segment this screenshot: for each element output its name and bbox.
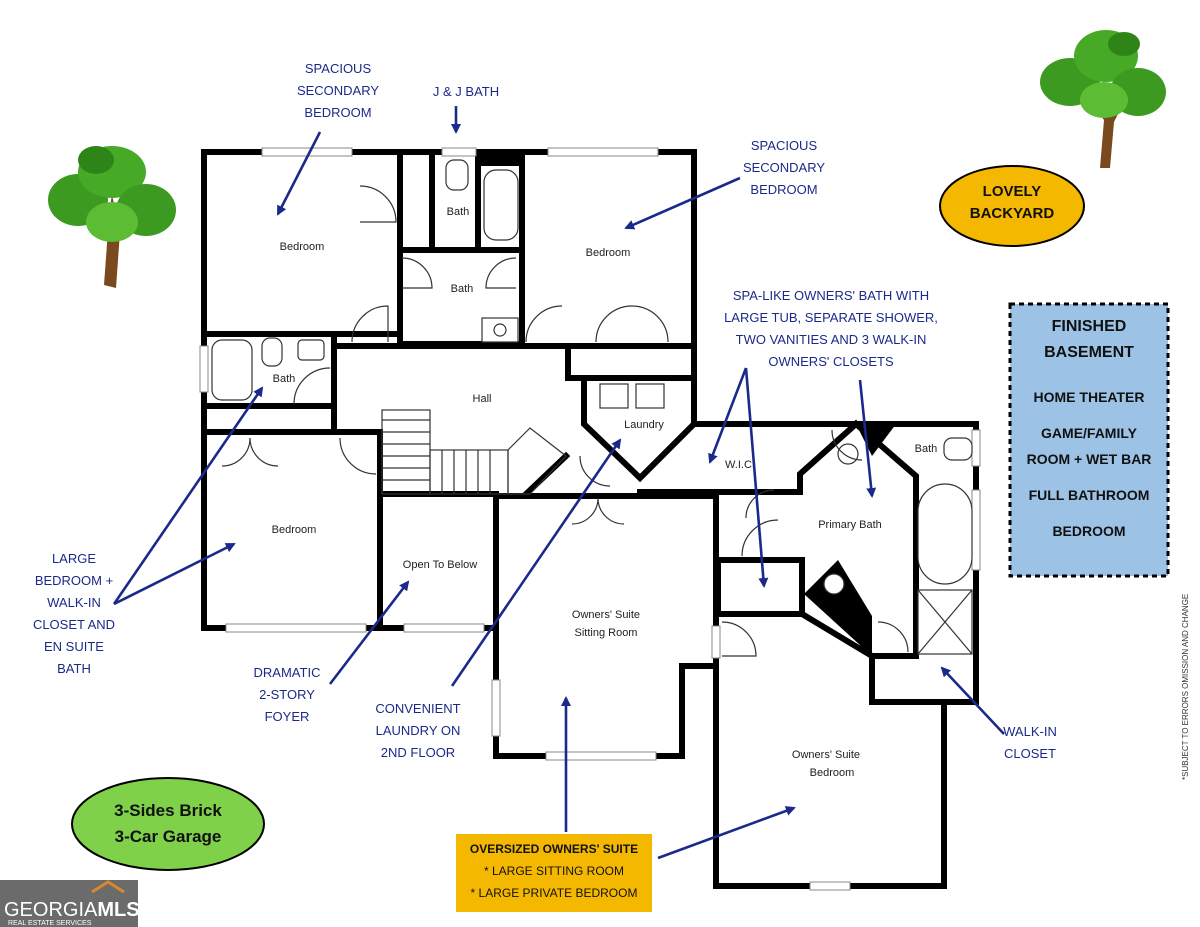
room-suite-sitting-line-2: Sitting Room — [575, 627, 638, 639]
room-bedroom-right: Bedroom — [586, 247, 631, 259]
backyard-line-2: BACKYARD — [970, 205, 1055, 222]
room-bath-top: Bath — [447, 206, 470, 218]
annotation-line: BEDROOM — [304, 105, 371, 120]
annotation-secondary-bedroom-right: SPACIOUS SECONDARY BEDROOM — [743, 138, 825, 197]
annotation-line: 2-STORY — [259, 687, 315, 702]
annotation-line: EN SUITE — [44, 639, 104, 654]
annotation-line: SECONDARY — [297, 83, 379, 98]
floor-plan-walls — [201, 149, 979, 889]
suite-box-title: OVERSIZED OWNERS' SUITE — [470, 842, 638, 856]
annotation-line: CLOSET AND — [33, 617, 115, 632]
basement-item: ROOM + WET BAR — [1027, 451, 1152, 467]
room-wic: W.I.C. — [725, 459, 755, 471]
annotation-line: SECONDARY — [743, 160, 825, 175]
brick-line-1: 3-Sides Brick — [114, 801, 222, 820]
annotation-line: LARGE — [52, 551, 96, 566]
annotation-line: CLOSET — [1004, 746, 1056, 761]
logo-mls: MLS — [97, 899, 139, 921]
annotation-line: BEDROOM — [750, 182, 817, 197]
room-bath-mid: Bath — [451, 283, 474, 295]
annotation-arrows — [112, 106, 1005, 860]
logo-text-main: GEORGIAMLS — [4, 899, 140, 921]
annotation-line: TWO VANITIES AND 3 WALK-IN — [736, 332, 927, 347]
annotation-large-bedroom: LARGE BEDROOM + WALK-IN CLOSET AND EN SU… — [33, 551, 115, 676]
georgia-mls-logo: GEORGIAMLS REAL ESTATE SERVICES — [0, 880, 140, 927]
room-suite-bedroom-line-1: Owners' Suite — [792, 749, 860, 761]
annotation-line: J & J BATH — [433, 84, 499, 99]
annotation-spa-bath: SPA-LIKE OWNERS' BATH WITH LARGE TUB, SE… — [724, 288, 938, 369]
room-suite-bedroom-line-2: Bedroom — [810, 767, 855, 779]
room-suite-sitting-line-1: Owners' Suite — [572, 609, 640, 621]
room-bedroom-left: Bedroom — [280, 241, 325, 253]
brick-line-2: 3-Car Garage — [115, 827, 222, 846]
annotation-line: SPA-LIKE OWNERS' BATH WITH — [733, 288, 929, 303]
basement-item: BEDROOM — [1052, 523, 1125, 539]
logo-subtext: REAL ESTATE SERVICES — [8, 920, 92, 927]
backyard-line-1: LOVELY — [983, 183, 1042, 200]
backyard-badge: LOVELY BACKYARD — [939, 165, 1085, 247]
annotation-jj-bath: J & J BATH — [433, 84, 499, 99]
suite-box-line: * LARGE PRIVATE BEDROOM — [471, 886, 638, 900]
room-open-to-below: Open To Below — [403, 559, 477, 571]
room-hall: Hall — [473, 393, 492, 405]
roof-icon — [91, 880, 125, 894]
brick-garage-badge: 3-Sides Brick 3-Car Garage — [71, 777, 265, 871]
annotation-line: BATH — [57, 661, 91, 676]
annotation-foyer: DRAMATIC 2-STORY FOYER — [254, 665, 321, 724]
basement-title-line-2: BASEMENT — [1044, 344, 1134, 361]
annotation-line: SPACIOUS — [751, 138, 818, 153]
tree-left-icon — [48, 146, 176, 288]
annotation-line: LAUNDRY ON — [376, 723, 461, 738]
annotation-line: CONVENIENT — [375, 701, 460, 716]
annotation-secondary-bedroom-left: SPACIOUS SECONDARY BEDROOM — [297, 61, 379, 120]
annotation-line: DRAMATIC — [254, 665, 321, 680]
basement-item: FULL BATHROOM — [1029, 487, 1150, 503]
basement-item: HOME THEATER — [1034, 389, 1145, 405]
annotation-laundry: CONVENIENT LAUNDRY ON 2ND FLOOR — [375, 701, 460, 760]
annotation-line: OWNERS' CLOSETS — [768, 354, 894, 369]
annotation-line: WALK-IN — [1003, 724, 1057, 739]
door-swings — [221, 185, 909, 657]
annotation-walkin-closet: WALK-IN CLOSET — [1003, 724, 1057, 761]
annotation-line: BEDROOM + — [35, 573, 113, 588]
room-bath-left: Bath — [273, 373, 296, 385]
room-bedroom-lower: Bedroom — [272, 524, 317, 536]
annotation-line: LARGE TUB, SEPARATE SHOWER, — [724, 310, 938, 325]
annotation-line: SPACIOUS — [305, 61, 372, 76]
basement-title-line-1: FINISHED — [1052, 318, 1127, 335]
windows — [199, 147, 981, 891]
staircase — [381, 409, 567, 495]
room-bath-primary-small: Bath — [915, 443, 938, 455]
annotation-line: 2ND FLOOR — [381, 745, 455, 760]
basement-item: GAME/FAMILY — [1041, 425, 1138, 441]
annotation-line: WALK-IN — [47, 595, 101, 610]
basement-box: FINISHED BASEMENT HOME THEATER GAME/FAMI… — [1008, 302, 1170, 578]
disclaimer-text: *SUBJECT TO ERRORS OMISSION AND CHANGE — [1181, 594, 1190, 780]
tree-right-icon — [1040, 30, 1166, 168]
annotation-line: FOYER — [265, 709, 310, 724]
room-laundry: Laundry — [624, 419, 664, 431]
owners-suite-box: OVERSIZED OWNERS' SUITE * LARGE SITTING … — [456, 834, 652, 912]
suite-box-line: * LARGE SITTING ROOM — [484, 864, 624, 878]
logo-georgia: GEORGIA — [4, 899, 98, 921]
room-labels: Bedroom Bath Bath Bedroom Bath Hall Laun… — [272, 206, 938, 779]
room-primary-bath: Primary Bath — [818, 519, 882, 531]
bathroom-fixtures — [211, 159, 973, 655]
